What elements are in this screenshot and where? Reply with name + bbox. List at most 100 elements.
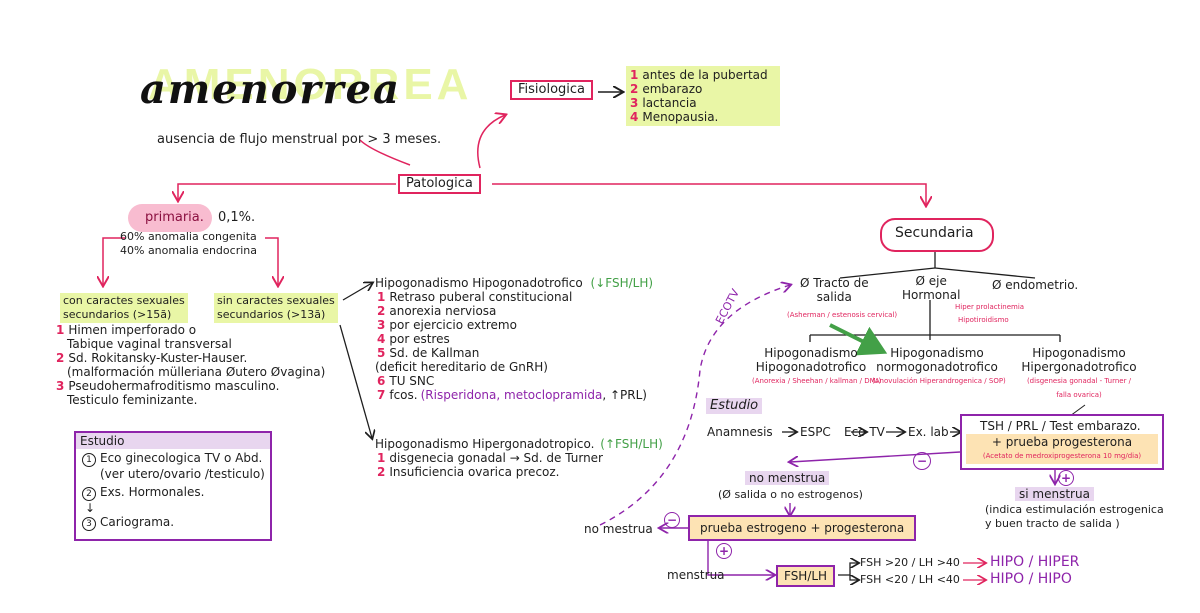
item-number: 6 [377, 374, 386, 388]
item-text: Eco ginecologica TV o Abd. [100, 451, 263, 465]
sub2-l2: normogonadotrofico [876, 360, 998, 374]
si-menstrua-note2: y buen tracto de salida ) [985, 517, 1120, 530]
sub3-note1: (disgenesia gonadal - Turner / [1026, 377, 1132, 385]
sub2-note: (Anovulación Hiperandrogenica / SOP) [872, 377, 1006, 385]
item-number: 5 [377, 346, 386, 360]
sin-caracteres-title: sin caractes sexuales secundarios (>13ã) [214, 293, 338, 323]
item-number: 3 [377, 318, 386, 332]
item-number: 3 [630, 96, 639, 110]
down-arrow-icon: ↓ [85, 501, 96, 515]
hipo-hiper-title-text: Hipogonadismo Hipergonadotropico. [375, 437, 595, 451]
result-1: FSH >20 / LH >40 [860, 556, 960, 569]
hipo-hiper-tag: (↑FSH/LH) [600, 437, 663, 451]
list-item-cont: (deficit hereditario de GnRH) [375, 360, 548, 374]
branch-eje-l2: Hormonal [902, 288, 961, 302]
hipo-hipo-title: Hipogonadismo Hipogonadotrofico (↓FSH/LH… [375, 276, 653, 290]
fsh-lh-box: FSH/LH [776, 565, 836, 587]
estudio-box-title: Estudio [76, 433, 270, 449]
item-text: Exs. Hormonales. [100, 485, 205, 499]
tsh-box: TSH / PRL / Test embarazo. + prueba prog… [960, 414, 1164, 470]
item-text: Pseudohermafroditismo masculino. [68, 379, 280, 393]
fisiologica-box: Fisiologica [510, 80, 594, 100]
no-mestrua-label: no mestrua [584, 522, 653, 536]
list-item: 1 Eco ginecologica TV o Abd. [82, 451, 264, 467]
con-caracteres-title1: con caractes sexuales [63, 294, 185, 307]
fcos-prl: , ↑PRL) [602, 388, 647, 402]
sub3-l2: Hipergonadotrofico [1021, 360, 1137, 374]
item-number: 1 [56, 323, 65, 337]
item-number: 4 [630, 110, 639, 124]
secundaria-cloud [880, 218, 994, 252]
hipo-hipo-tag: (↓FSH/LH) [590, 276, 654, 290]
title-block: AMENORREA amenorrea [140, 58, 480, 118]
primaria-cloud [128, 204, 212, 232]
item-number: 1 [82, 453, 96, 467]
item-number: 1 [377, 451, 386, 465]
branch-tracto: Ø Tracto de salida [800, 276, 869, 304]
item-text: disgenecia gonadal → Sd. de Turner [389, 451, 603, 465]
branch-endometrio: Ø endometrio. [992, 278, 1079, 292]
item-number: 2 [377, 465, 386, 479]
hipo-hipo-title-text: Hipogonadismo Hipogonadotrofico [375, 276, 583, 290]
hipo-hipo-block: Hipogonadismo Hipogonadotrofico (↓FSH/LH… [375, 276, 653, 402]
con-caracteres-title2: secundarios (>15ã) [63, 308, 172, 321]
hipo-hiper-block: Hipogonadismo Hipergonadotropico. (↑FSH/… [375, 437, 663, 479]
flow-ecotv: Eco TV [844, 425, 885, 439]
item-number: 1 [377, 290, 386, 304]
item-number: 7 [377, 388, 386, 402]
con-caracteres-title: con caractes sexuales secundarios (>15ã) [60, 293, 188, 323]
sub1-l1: Hipogonadismo [764, 346, 858, 360]
primaria-line2: 40% anomalia endocrina [120, 244, 257, 257]
sub3-note2: falla ovarica) [1056, 391, 1102, 399]
result-2: FSH <20 / LH <40 [860, 573, 960, 586]
item-text: anorexia nerviosa [389, 304, 497, 318]
sub3-l1: Hipogonadismo [1032, 346, 1126, 360]
minus-badge-2: − [664, 512, 680, 528]
item-number: 3 [82, 517, 96, 531]
sub1-note: (Anorexia / Sheehan / kallman / DM₂) [752, 377, 882, 385]
flow-anamnesis: Anamnesis [707, 425, 773, 439]
no-menstrua-note: (Ø salida o no estrogenos) [718, 488, 863, 501]
item-number: 2 [56, 351, 65, 365]
primaria-label: primaria. [145, 210, 204, 225]
branch-tracto-l2: salida [816, 290, 852, 304]
sub-normogonadotrofico: Hipogonadismo normogonadotrofico (Anovul… [872, 346, 1006, 388]
hipo-hiper-title: Hipogonadismo Hipergonadotropico. (↑FSH/… [375, 437, 663, 451]
item-text: Menopausia. [642, 110, 719, 124]
title-big: AMENORREA [148, 60, 473, 109]
sub2-l1: Hipogonadismo [890, 346, 984, 360]
item-text: Retraso puberal constitucional [389, 290, 573, 304]
item-text: Himen imperforado o [68, 323, 197, 337]
plus-badge-2: + [716, 543, 732, 559]
no-menstrua-label: no menstrua [745, 471, 830, 485]
branch-tracto-l1: Ø Tracto de [800, 276, 869, 290]
sin-caracteres-title2: secundarios (>13ã) [217, 308, 326, 321]
branch-tracto-note: (Asherman / estenosis cervical) [787, 311, 898, 319]
tsh-box-note: (Acetato de medroxiprogesterona 10 mg/di… [982, 452, 1142, 460]
branch-eje: Ø eje Hormonal [902, 274, 960, 302]
item-number: 4 [377, 332, 386, 346]
item-text: Insuficiencia ovarica precoz. [389, 465, 560, 479]
tsh-box-line1: TSH / PRL / Test embarazo. [980, 419, 1141, 433]
item-number: 3 [56, 379, 65, 393]
sin-caracteres-title1: sin caractes sexuales [217, 294, 335, 307]
patologica-box: Patologica [398, 174, 481, 194]
item-text: antes de la pubertad [642, 68, 768, 82]
primaria-line1: 60% anomalia congenita [120, 230, 257, 243]
item-number: 2 [630, 82, 639, 96]
